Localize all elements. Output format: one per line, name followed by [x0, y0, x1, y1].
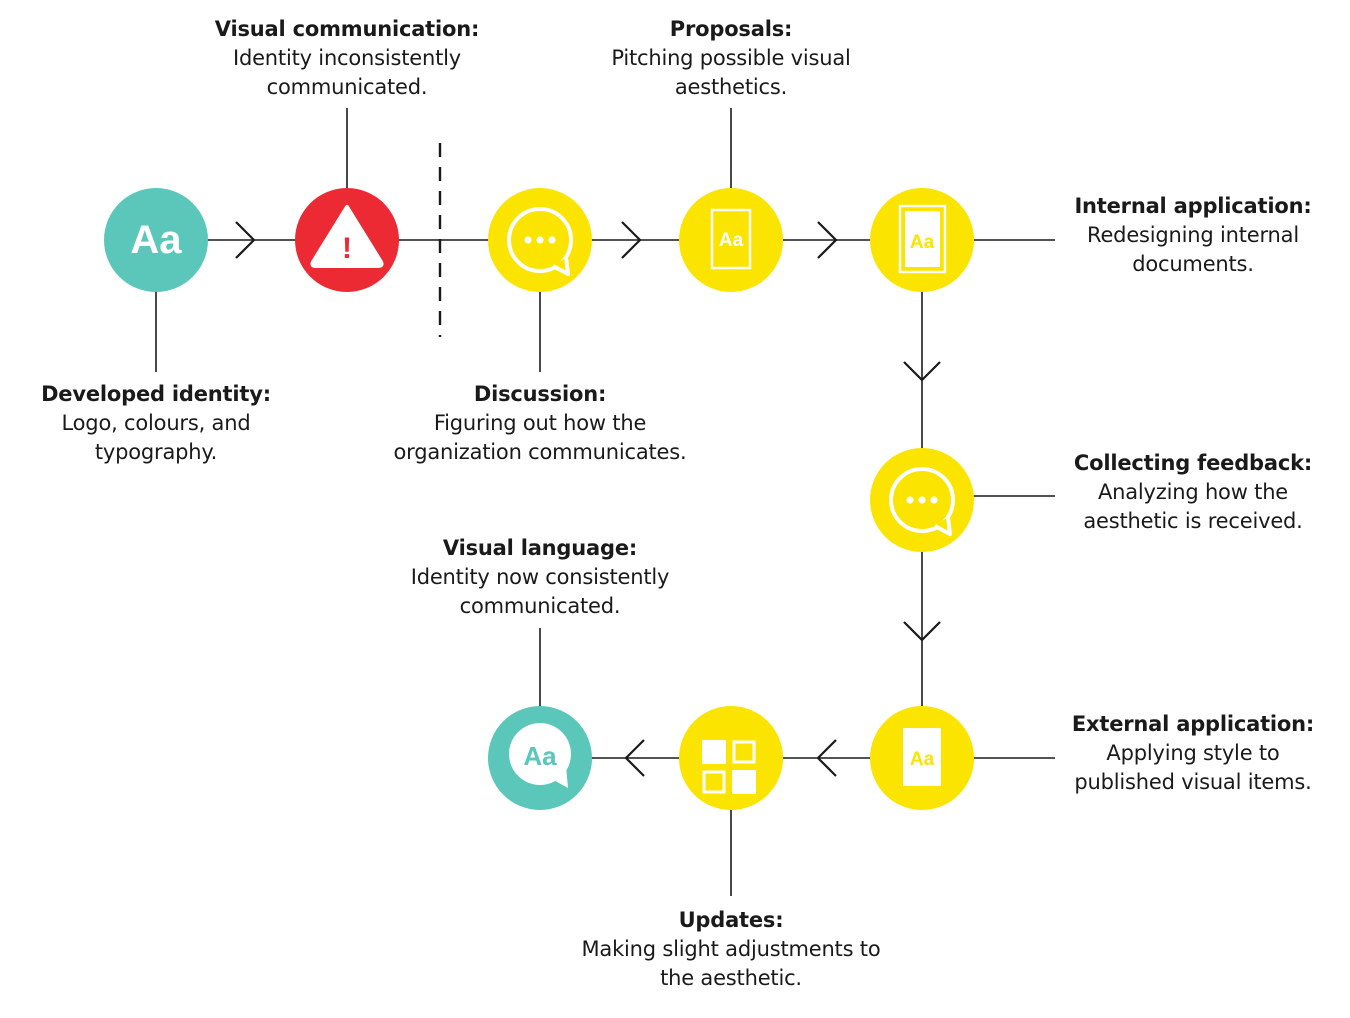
arrow-down-icon [903, 621, 941, 642]
stage-description: Identity inconsistently [232, 46, 462, 70]
stage-description: Analyzing how the [1097, 480, 1289, 504]
node-developed-identity: Aa [104, 188, 208, 292]
svg-text:Aa: Aa [523, 741, 557, 771]
label-internal-application: Internal application: Redesigning intern… [1058, 192, 1328, 279]
stage-description: Making slight adjustments to [581, 937, 881, 961]
arrow-right-icon [817, 221, 838, 259]
stage-description: Redesigning internal [1087, 223, 1299, 247]
node-internal-application: Aa [870, 188, 974, 292]
stage-description: aesthetics. [674, 75, 788, 99]
stage-description: communicated. [459, 594, 621, 618]
stage-title: Visual language: [442, 536, 638, 560]
arrow-right-icon [621, 221, 642, 259]
node-external-application: Aa [870, 706, 974, 810]
stage-description: organization communicates. [393, 440, 687, 464]
speech-bubble-icon [934, 516, 952, 536]
stage-title: Updates: [678, 908, 784, 932]
label-proposals: Proposals: Pitching possible visual aest… [581, 15, 881, 102]
stage-description: Identity now consistently [410, 565, 670, 589]
stage-description: Logo, colours, and [61, 411, 251, 435]
document-aa-icon [710, 208, 752, 270]
stage-description: aesthetic is received. [1083, 509, 1303, 533]
arrow-left-icon [624, 739, 645, 777]
node-collecting-feedback [870, 448, 974, 552]
stage-description: Figuring out how the [433, 411, 647, 435]
node-visual-language: Aa [488, 706, 592, 810]
document-aa-icon [903, 728, 941, 786]
stage-title: External application: [1071, 712, 1315, 736]
grid-icon [702, 740, 756, 794]
stage-description: the aesthetic. [660, 966, 802, 990]
stage-description: Pitching possible visual [611, 46, 851, 70]
label-visual-language: Visual language: Identity now consistent… [380, 534, 700, 621]
svg-text:Aa: Aa [910, 749, 935, 770]
arrow-down-icon [903, 361, 941, 382]
stage-title: Discussion: [473, 382, 607, 406]
svg-text:Aa: Aa [910, 232, 935, 253]
arrow-left-icon [816, 739, 837, 777]
stage-description: published visual items. [1074, 770, 1312, 794]
warning-mark: ! [342, 232, 352, 265]
label-collecting-feedback: Collecting feedback: Analyzing how the a… [1058, 449, 1328, 536]
label-discussion: Discussion: Figuring out how the organiz… [370, 380, 710, 467]
label-developed-identity: Developed identity: Logo, colours, and t… [16, 380, 296, 467]
warning-icon [310, 205, 384, 268]
node-visual-communication: ! [295, 188, 399, 292]
speech-bubble-icon [552, 256, 570, 276]
stage-description: typography. [94, 440, 218, 464]
svg-text:Aa: Aa [719, 230, 744, 251]
node-discussion [488, 188, 592, 292]
stage-description: Applying style to [1106, 741, 1280, 765]
stage-title: Internal application: [1074, 194, 1312, 218]
framed-document-aa-icon [898, 204, 947, 274]
label-external-application: External application: Applying style to … [1058, 710, 1328, 797]
arrowheads [235, 221, 941, 777]
node-proposals: Aa [679, 188, 783, 292]
stage-description: documents. [1132, 252, 1254, 276]
arrow-right-icon [235, 221, 256, 259]
label-visual-communication: Visual communication: Identity inconsist… [197, 15, 497, 102]
stage-title: Collecting feedback: [1073, 451, 1313, 475]
stage-title: Developed identity: [41, 382, 271, 406]
aa-icon: Aa [130, 218, 182, 262]
stage-title: Proposals: [669, 17, 793, 41]
stage-description: communicated. [266, 75, 428, 99]
speech-bubble-aa-icon [550, 766, 568, 788]
stage-title: Visual communication: [214, 17, 480, 41]
node-updates [679, 706, 783, 810]
label-updates: Updates: Making slight adjustments to th… [561, 906, 901, 993]
